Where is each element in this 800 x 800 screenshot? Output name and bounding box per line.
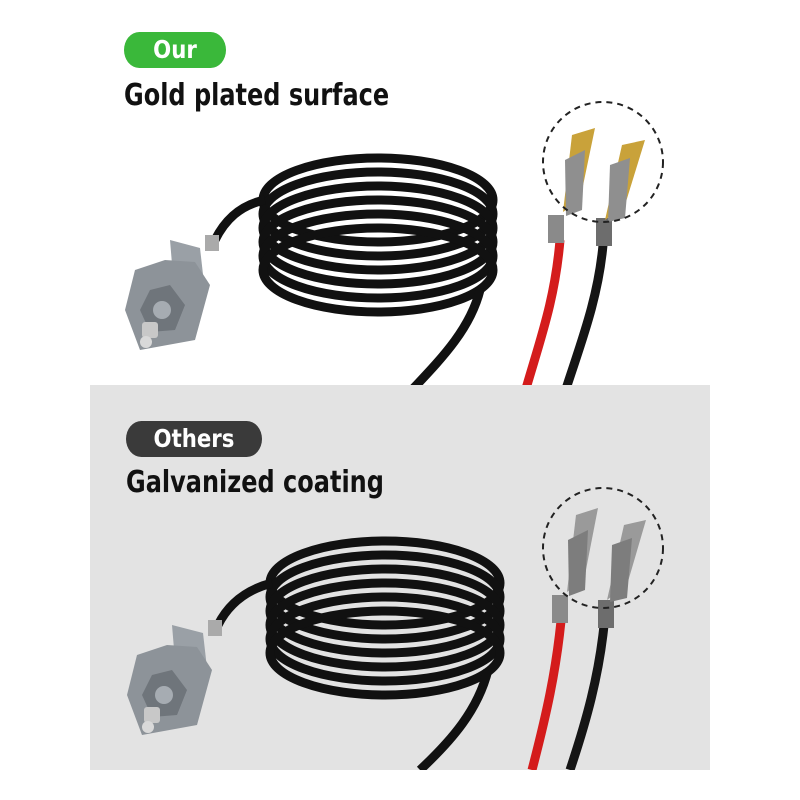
zoom-highlight-circle (542, 101, 664, 223)
coiled-cable-icon (213, 536, 505, 770)
wire-pair (527, 609, 610, 770)
zoom-highlight-circle (542, 487, 664, 609)
ours-badge: Our (124, 32, 226, 68)
product-illustration-ours (125, 101, 664, 392)
sensor-plug-icon (127, 620, 222, 735)
others-badge: Others (126, 421, 262, 457)
sensor-plug-icon (125, 235, 219, 350)
spade-terminal-icon (548, 128, 645, 246)
wire-pair (520, 239, 608, 392)
comparison-panel-others: Others Galvanized coating (90, 385, 710, 770)
others-headline: Galvanized coating (126, 465, 384, 500)
spade-terminal-icon (552, 508, 646, 628)
coiled-cable-icon (210, 153, 498, 392)
ours-headline: Gold plated surface (124, 78, 390, 113)
product-illustration-others (127, 487, 664, 770)
comparison-panel-ours: Our Gold plated surface (0, 0, 800, 392)
